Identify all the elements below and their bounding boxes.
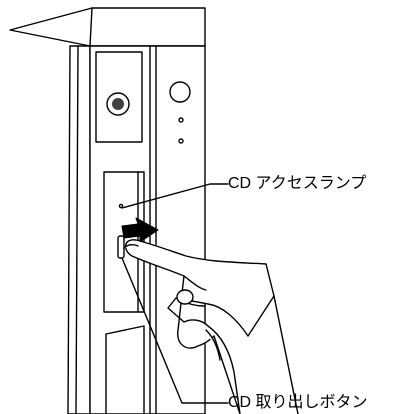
cd-drive-bay bbox=[103, 171, 145, 313]
key-lock-panel bbox=[95, 51, 143, 143]
leader-eject-button bbox=[121, 257, 229, 404]
tower-top-face bbox=[9, 7, 206, 47]
power-button-area bbox=[169, 81, 191, 144]
power-button bbox=[169, 81, 191, 103]
cd-eject-button-label: CD 取り出しボタン bbox=[228, 394, 368, 411]
key-lock-icon bbox=[106, 92, 130, 116]
cd-access-lamp bbox=[118, 203, 124, 209]
lower-drive-bay bbox=[105, 325, 145, 414]
leader-access-lamp bbox=[121, 183, 229, 209]
cd-access-lamp-label: CD アクセスランプ bbox=[228, 175, 367, 192]
cd-eject-button bbox=[117, 235, 125, 259]
arrow-right-icon bbox=[121, 217, 159, 243]
pointing-hand bbox=[123, 239, 299, 414]
disk-led bbox=[178, 138, 184, 144]
tower-side-panel bbox=[67, 45, 91, 414]
power-led bbox=[178, 117, 184, 123]
leader-lines bbox=[121, 183, 229, 404]
